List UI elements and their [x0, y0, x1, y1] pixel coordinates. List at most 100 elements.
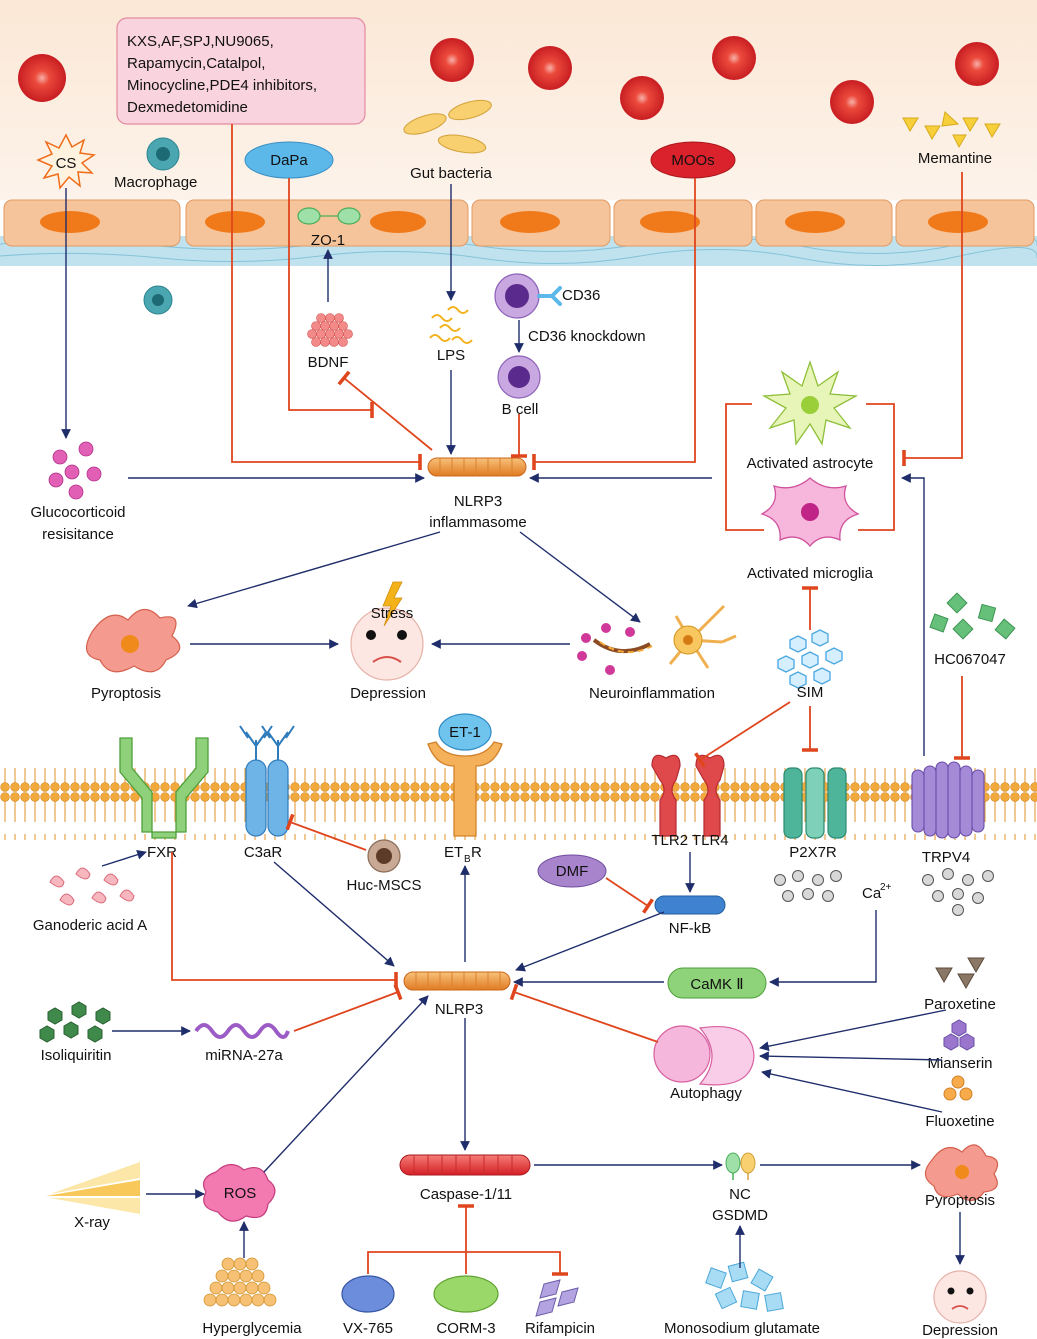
- ros-node: ROS: [203, 1163, 276, 1222]
- et1-node: ET-1: [438, 713, 492, 751]
- depression-face-icon: [350, 581, 424, 681]
- etbr-label: ET B R: [444, 844, 482, 865]
- caspase-label: Caspase-1/11: [420, 1186, 512, 1203]
- monosodium-glutamate-icon: [705, 1261, 784, 1312]
- cd36-label: CD36: [562, 287, 600, 304]
- macrophage-label: Macrophage: [114, 174, 197, 191]
- drug-box-line-4: Dexmedetomidine: [127, 99, 248, 116]
- vx765-icon: [341, 1275, 395, 1313]
- dmf-node: DMF: [537, 854, 607, 888]
- autophagy-icon: [653, 1025, 755, 1086]
- nc-label: NC: [729, 1186, 751, 1203]
- activated-astrocyte-icon: [761, 359, 859, 446]
- isoliquiritin-label: Isoliquiritin: [41, 1047, 112, 1064]
- etbr-receptor-icon: [427, 741, 503, 837]
- inhibition-lines: [171, 124, 971, 1276]
- moos-label: MOOs: [671, 152, 714, 169]
- hyperglycemia-icon: [203, 1257, 277, 1307]
- mirna27a-label: miRNA-27a: [205, 1047, 283, 1064]
- nlrp3-inflammasome-node: [427, 457, 527, 477]
- pyroptosis-bottom-label: Pyroptosis: [925, 1192, 995, 1209]
- drug-box-line-1: KXS,AF,SPJ,NU9065,: [127, 33, 274, 50]
- cd36-cell-icon: [494, 273, 562, 319]
- gut-bacteria-icon: [403, 99, 492, 154]
- activated-microglia-label: Activated microglia: [747, 565, 874, 582]
- nlrp3-node: [403, 971, 511, 991]
- zo1-icon: [297, 207, 361, 225]
- b-cell-icon: [497, 355, 541, 399]
- fxr-receptor-icon: [119, 737, 209, 839]
- et1-label: ET-1: [449, 724, 481, 741]
- autophagy-label: Autophagy: [670, 1085, 742, 1102]
- plasma-membrane: [0, 768, 1037, 840]
- vx765-label: VX-765: [343, 1320, 393, 1337]
- cs-starburst-icon: CS: [36, 133, 97, 190]
- ros-label: ROS: [224, 1185, 257, 1202]
- monosodium-glutamate-label: Monosodium glutamate: [664, 1320, 820, 1337]
- glucocorticoid-label-2: resisitance: [42, 526, 114, 543]
- p2x7r-channel-icon: [783, 767, 847, 839]
- mianserin-icon: [943, 1019, 975, 1051]
- glucocorticoid-label-1: Glucocorticoid: [30, 504, 125, 521]
- xray-icon: [46, 1162, 140, 1214]
- moos-node: MOOs: [650, 141, 736, 179]
- depression-bottom-label: Depression: [922, 1322, 998, 1339]
- nfkb-node: [654, 895, 726, 915]
- activated-microglia-icon: [760, 477, 860, 547]
- tlr2-tlr4-label: TLR2 TLR4: [651, 832, 728, 849]
- bdnf-label: BDNF: [308, 354, 349, 371]
- caspase-node: [399, 1154, 531, 1176]
- calcium-label: Ca 2+: [862, 882, 892, 902]
- corm3-icon: [433, 1275, 499, 1313]
- depression-bottom-face-icon: [933, 1270, 987, 1324]
- endothelial-cell-layer: [0, 199, 1037, 267]
- drug-box: KXS,AF,SPJ,NU9065, Rapamycin,Catalpol, M…: [116, 17, 366, 125]
- c3ar-label: C3aR: [244, 844, 283, 861]
- tlr-receptors-icon: [651, 754, 725, 837]
- trpv4-label: TRPV4: [922, 849, 970, 866]
- stress-label: Stress: [371, 605, 414, 622]
- dapa-node: DaPa: [244, 141, 334, 179]
- fxr-label: FXR: [147, 844, 177, 861]
- huc-mscs-icon: [367, 839, 401, 873]
- dapa-label: DaPa: [270, 152, 308, 169]
- camk2-label: CaMK Ⅱ: [690, 976, 743, 993]
- calcium-ions-icon: [774, 868, 994, 916]
- sim-label: SIM: [797, 684, 824, 701]
- nc-gsdmd-icon: [725, 1152, 756, 1180]
- mirna27a-icon: [194, 1023, 290, 1039]
- pyroptosis-cell-icon: [85, 608, 181, 673]
- pyroptosis-top-label: Pyroptosis: [91, 685, 161, 702]
- glucocorticoid-icon: [48, 441, 102, 500]
- memantine-label: Memantine: [918, 150, 992, 167]
- lps-icon: [429, 306, 473, 344]
- camk2-node: CaMK Ⅱ: [667, 967, 767, 999]
- hc067047-icon: [929, 592, 1016, 640]
- zo1-label: ZO-1: [311, 232, 345, 249]
- isoliquiritin-icon: [39, 1001, 111, 1043]
- memantine-icon: [902, 111, 1001, 149]
- cs-label: CS: [56, 155, 77, 172]
- rifampicin-label: Rifampicin: [525, 1320, 595, 1337]
- gut-bacteria-label: Gut bacteria: [410, 165, 492, 182]
- activation-arrows: [61, 184, 965, 1268]
- neuroinflammation-neuron-icon: [577, 604, 737, 675]
- drug-box-line-3: Minocycline,PDE4 inhibitors,: [127, 77, 317, 94]
- fluoxetine-label: Fluoxetine: [925, 1113, 994, 1130]
- nlrp3-label: NLRP3: [435, 1001, 483, 1018]
- rifampicin-icon: [535, 1279, 579, 1317]
- paroxetine-icon: [935, 957, 985, 990]
- hc067047-label: HC067047: [934, 651, 1006, 668]
- svg-text:ET: ET: [444, 844, 463, 861]
- p2x7r-label: P2X7R: [789, 844, 837, 861]
- c3ar-receptor-icon: [239, 725, 295, 837]
- svg-text:2+: 2+: [880, 882, 892, 893]
- lps-label: LPS: [437, 347, 465, 364]
- nlrp3-inflammasome-label-1: NLRP3: [454, 493, 502, 510]
- hyperglycemia-label: Hyperglycemia: [202, 1320, 302, 1337]
- drug-box-line-2: Rapamycin,Catalpol,: [127, 55, 265, 72]
- svg-text:Ca: Ca: [862, 885, 882, 902]
- fluoxetine-icon: [943, 1075, 973, 1101]
- sim-icon: [777, 629, 843, 689]
